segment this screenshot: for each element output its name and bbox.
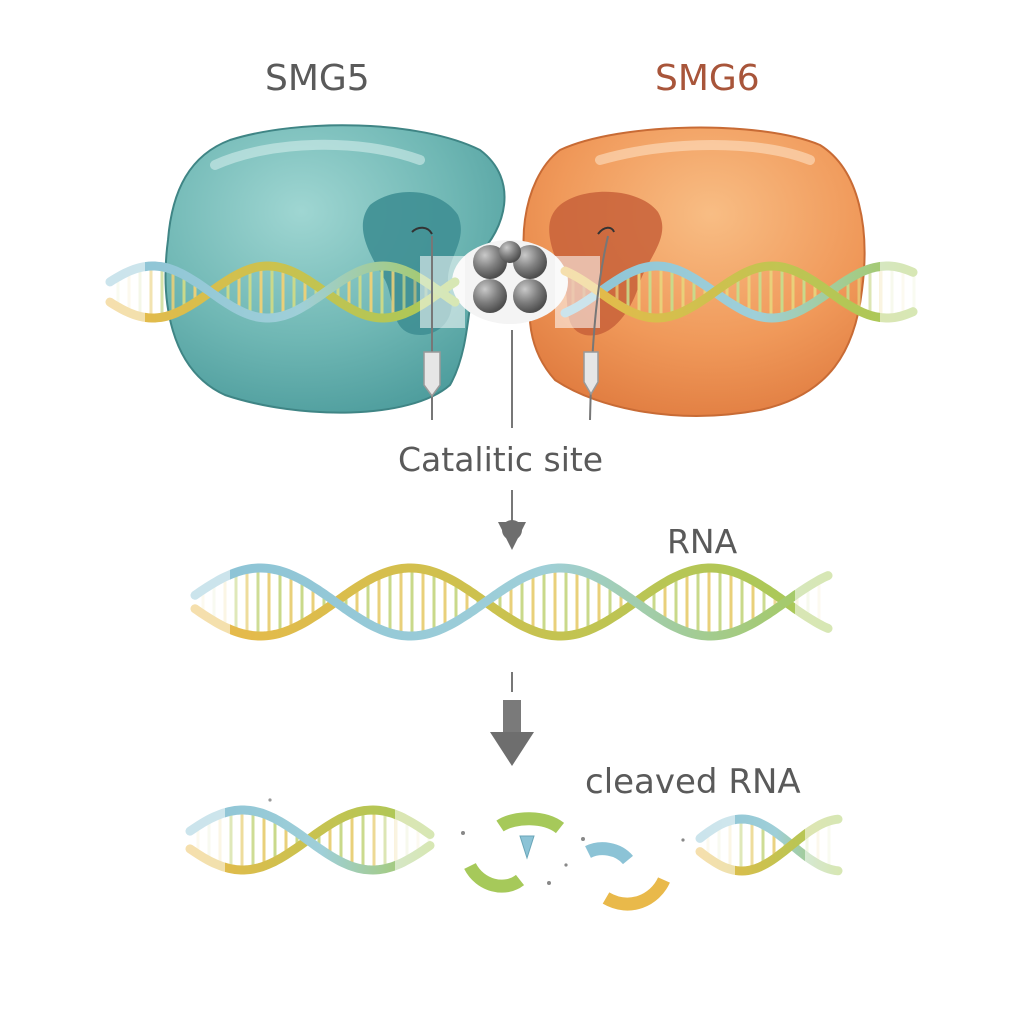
strand-fade [805, 809, 850, 881]
strand-fade [100, 256, 145, 328]
strand-fade [180, 800, 225, 880]
smg5-label: SMG5 [265, 58, 370, 99]
rna-strand [105, 261, 460, 323]
rna-strand [560, 261, 918, 323]
strand-fade [555, 256, 600, 328]
strand-fade [420, 256, 465, 328]
strand-fade [795, 558, 840, 646]
rna-strand [105, 261, 460, 323]
cleaved-rna-right-fragment [690, 809, 850, 881]
rna-strand [190, 563, 833, 641]
rna-strand [190, 563, 833, 641]
smg6-pointer [583, 226, 615, 421]
rna-strand [185, 805, 435, 875]
pointer-arrow-icon [498, 490, 526, 550]
down-arrow-icon [490, 672, 534, 766]
rna-helix-bound [100, 256, 925, 328]
cleaved-rna-pieces [268, 798, 685, 911]
cleaved-rna-left-fragment [180, 800, 440, 880]
strand-fade [690, 809, 735, 881]
strand-fade [880, 256, 925, 328]
rna-helix-free [185, 558, 840, 646]
catalytic-site-label: Catalitic site [398, 440, 604, 479]
cleaved-rna-label: cleaved RNA [585, 762, 801, 802]
metal-ion-cluster-icon [473, 241, 547, 313]
smg6-label: SMG6 [655, 58, 760, 99]
strand-fade [395, 800, 440, 880]
rna-strand [560, 261, 918, 323]
smg5-pointer [411, 226, 441, 420]
rna-label: RNA [667, 522, 738, 561]
strand-fade [185, 558, 230, 646]
